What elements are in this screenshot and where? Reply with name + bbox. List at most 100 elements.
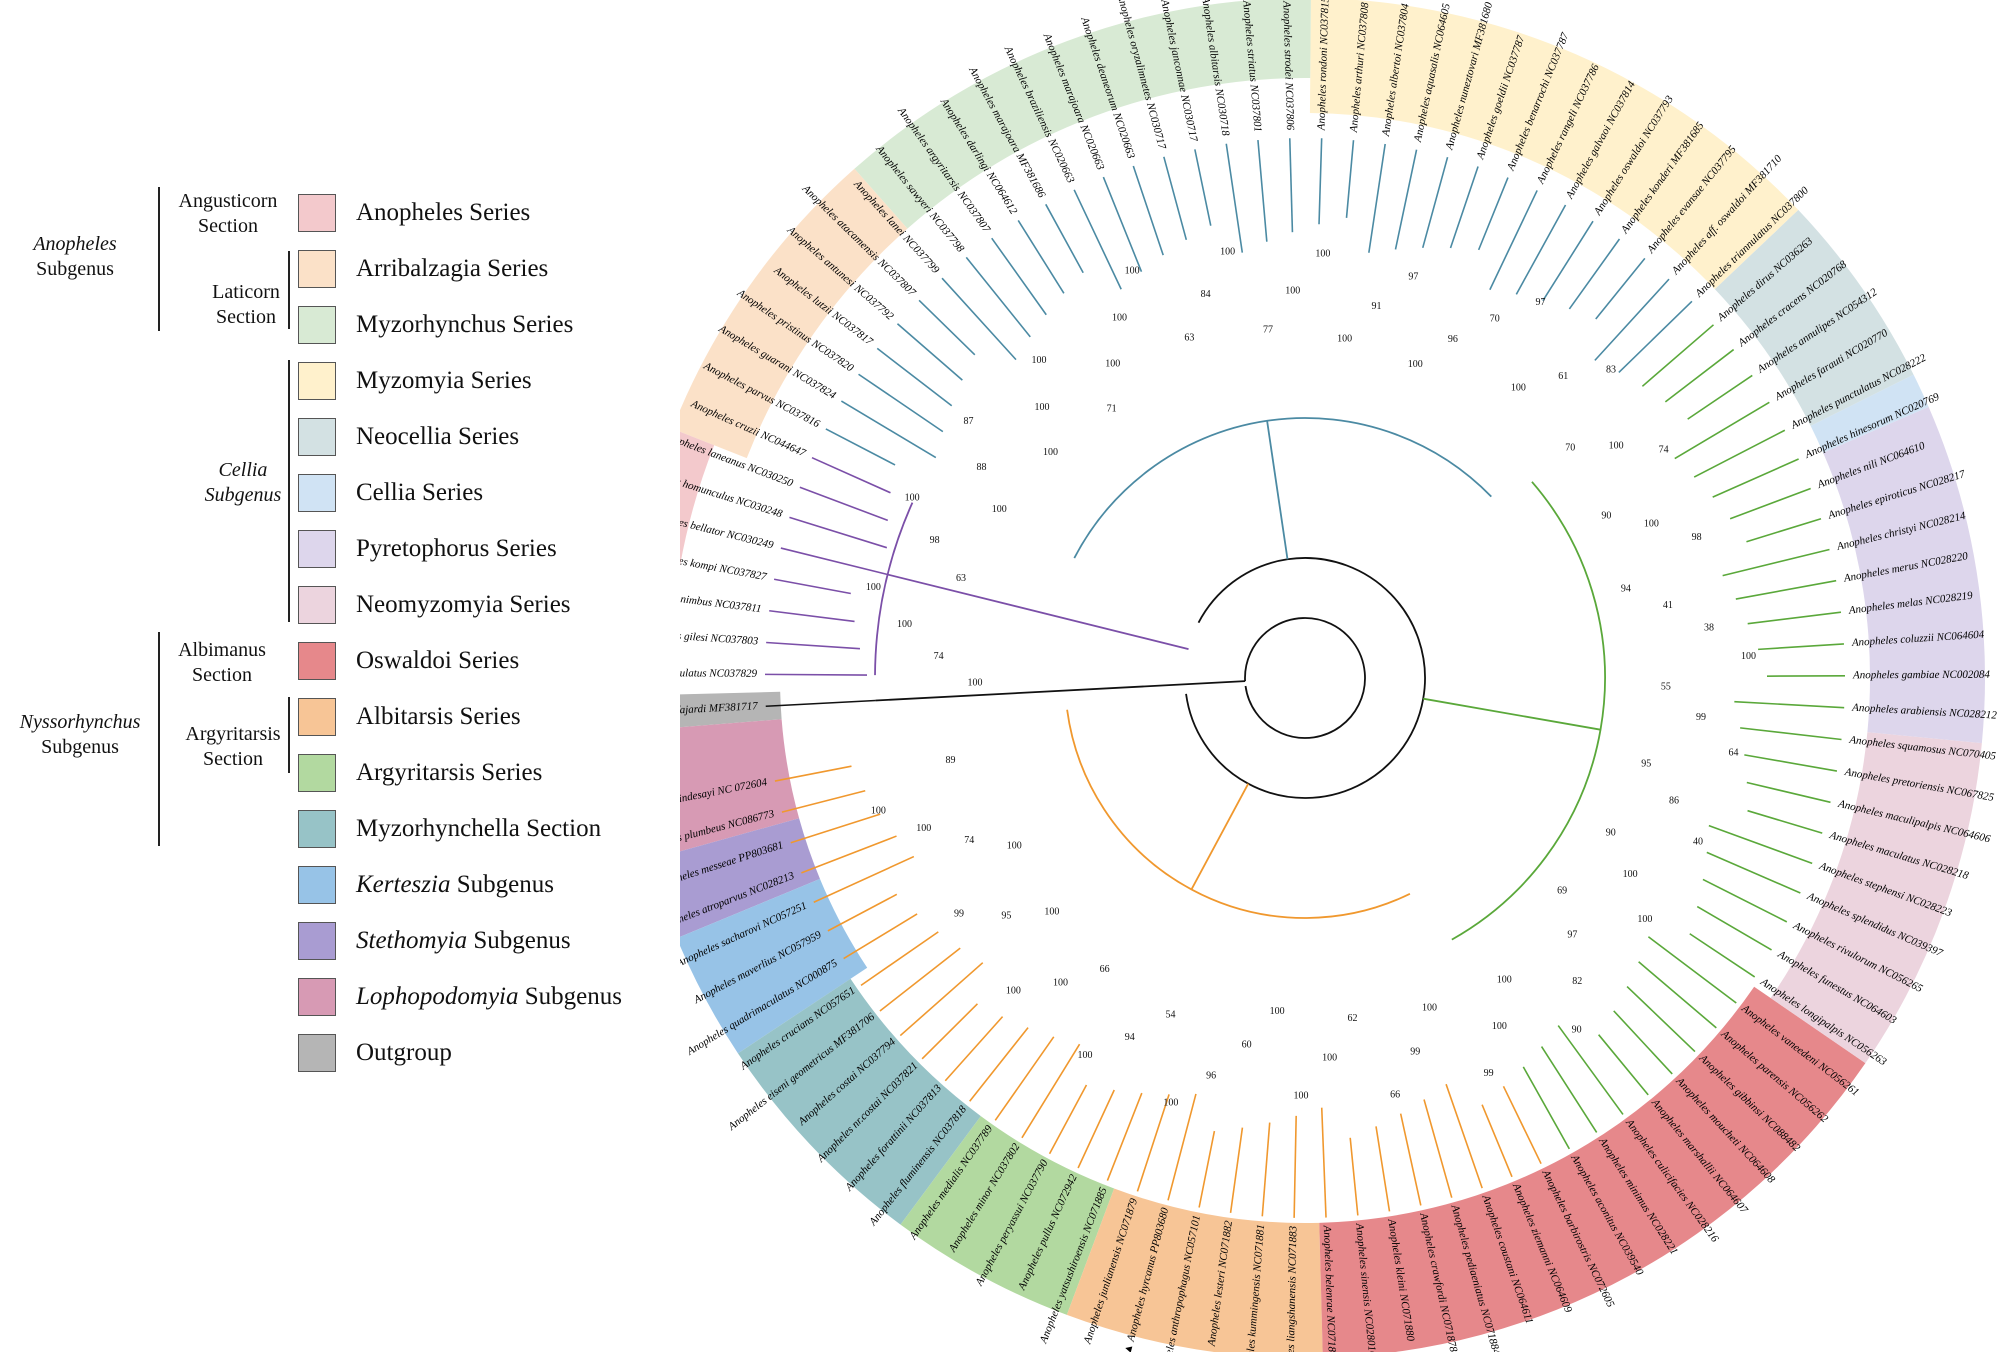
- bootstrap-label: 55: [1661, 682, 1671, 693]
- section-label-argyritarsis-2: Section: [203, 748, 263, 770]
- tip-branch: [1626, 985, 1696, 1053]
- leaf-label: Anopheles gambiae NC002084: [1852, 669, 1990, 682]
- tip-branch: [941, 277, 1017, 361]
- tip-branch: [1481, 1104, 1513, 1178]
- bootstrap-label: 89: [946, 755, 956, 766]
- sector-pyretophorus: [1823, 406, 1985, 744]
- stem-branch: [887, 573, 1189, 650]
- tip-branch: [765, 673, 868, 676]
- section-label-laticorn-2: Section: [216, 306, 276, 328]
- bracket-anopheles: [158, 187, 160, 331]
- legend-panel: Anopheles Subgenus Cellia Subgenus Nysso…: [0, 0, 700, 1352]
- legend-item-label: Subgenus: [467, 927, 571, 954]
- bootstrap-label: 100: [1285, 285, 1300, 296]
- bootstrap-label: 74: [964, 835, 974, 846]
- bootstrap-label: 83: [1606, 365, 1616, 376]
- tip-branch: [1747, 611, 1842, 625]
- bootstrap-label: 64: [1728, 748, 1738, 759]
- tip-branch: [1522, 1066, 1571, 1150]
- legend-item-myzomyia-series: Myzomyia Series: [298, 361, 532, 401]
- legend-item-outgroup: Outgroup: [298, 1033, 452, 1073]
- legend-item-label: Neocellia Series: [356, 423, 520, 450]
- group-label-cellia-rest: Subgenus: [204, 484, 282, 506]
- tip-branch: [1746, 517, 1822, 543]
- legend-item-pyretophorus-series: Pyretophorus Series: [298, 529, 557, 569]
- bootstrap-label: 63: [1184, 332, 1194, 343]
- bootstrap-label: 99: [1696, 712, 1706, 723]
- tip-branch: [1568, 238, 1621, 310]
- tip-branch: [1163, 156, 1188, 240]
- tip-branch: [876, 347, 953, 407]
- swatch-neocellia-series: [298, 418, 336, 456]
- bootstrap-label: 100: [968, 677, 983, 688]
- bracket-argyritarsis: [288, 697, 290, 773]
- bootstrap-label: 90: [1601, 511, 1611, 522]
- sector-anopheles: [680, 431, 715, 567]
- sector-neomyzomyia: [1770, 732, 1982, 1064]
- sector-argyritarsis: [900, 1116, 1115, 1315]
- tip-branch: [1744, 754, 1838, 772]
- tip-branch: [1689, 933, 1756, 978]
- leaf-label: Anopheles gilesi NC037803: [680, 627, 759, 647]
- tip-branch: [1073, 189, 1122, 290]
- swatch-arribalzagia-series: [298, 250, 336, 288]
- bootstrap-label: 99: [1410, 1046, 1420, 1057]
- bootstrap-label: 96: [1448, 334, 1458, 345]
- sector-albitarsis: [1066, 1188, 1323, 1352]
- section-label-angusticorn-2: Section: [198, 215, 258, 237]
- bootstrap-label: 62: [1348, 1013, 1358, 1024]
- swatch-cellia-series: [298, 474, 336, 512]
- legend-item-myzorhynchus-series: Myzorhynchus Series: [298, 305, 573, 345]
- bootstrap-label: 100: [897, 619, 912, 630]
- tip-branch: [781, 790, 866, 813]
- legend-item-italic: Stethomyia: [356, 927, 468, 954]
- legend-item-label: Cellia Series: [356, 479, 484, 506]
- bootstrap-label: 100: [1609, 440, 1624, 451]
- tip-branch: [1261, 1122, 1271, 1217]
- tip-branch: [1702, 878, 1788, 923]
- group-label-nyssorhynchus: Nyssorhynchus Subgenus: [0, 710, 160, 760]
- tip-branch: [1045, 203, 1084, 274]
- group-label-nyssorhynchus-italic: Nyssorhynchus: [19, 711, 141, 733]
- bootstrap-label: 70: [1490, 313, 1500, 324]
- bootstrap-label: 100: [1337, 334, 1352, 345]
- bootstrap-label: 61: [1558, 371, 1568, 382]
- legend-item-label: Neomyzomyia Series: [356, 591, 571, 618]
- bootstrap-label: 97: [1567, 930, 1577, 941]
- clade-arc: [1073, 417, 1492, 559]
- tip-branch: [811, 456, 891, 494]
- bootstrap-label: 100: [916, 823, 931, 834]
- section-label-laticorn-1: Laticorn: [212, 281, 280, 303]
- swatch-myzorhynchella-section: [298, 810, 336, 848]
- bootstrap-label: 70: [1565, 442, 1575, 453]
- bootstrap-label: 91: [1372, 301, 1382, 312]
- bootstrap-label: 97: [1535, 297, 1545, 308]
- legend-item-label: Myzorhynchus Series: [356, 311, 574, 338]
- bootstrap-label: 100: [1112, 312, 1127, 323]
- tip-branch: [1712, 458, 1799, 498]
- swatch-outgroup: [298, 1034, 336, 1072]
- tip-branch: [801, 835, 897, 874]
- bootstrap-label: 100: [1741, 651, 1756, 662]
- tip-branch: [1687, 374, 1753, 420]
- bootstrap-label: 100: [1408, 359, 1423, 370]
- tip-branch: [1198, 1130, 1216, 1208]
- tip-branch: [944, 1016, 1004, 1082]
- tip-branch: [765, 699, 876, 708]
- legend-item-label: Subgenus: [450, 871, 554, 898]
- tip-branch: [827, 893, 898, 932]
- bootstrap-label: 95: [1641, 759, 1651, 770]
- legend-item-label: Myzomyia Series: [356, 367, 532, 394]
- tip-branch: [896, 323, 963, 381]
- bootstrap-label: 100: [1492, 1021, 1507, 1032]
- group-label-cellia-italic: Cellia: [218, 459, 268, 481]
- legend-item-label: Argyritarsis Series: [356, 759, 543, 786]
- tip-branch: [1132, 165, 1164, 256]
- tip-branch: [879, 947, 961, 1012]
- tip-branch: [1477, 177, 1509, 251]
- tip-branch: [1758, 643, 1844, 651]
- bootstrap-label: 71: [1107, 404, 1117, 415]
- tip-branch: [1106, 1092, 1143, 1181]
- tip-branch: [1706, 851, 1801, 894]
- swatch-stethomyia-subgenus: [298, 922, 336, 960]
